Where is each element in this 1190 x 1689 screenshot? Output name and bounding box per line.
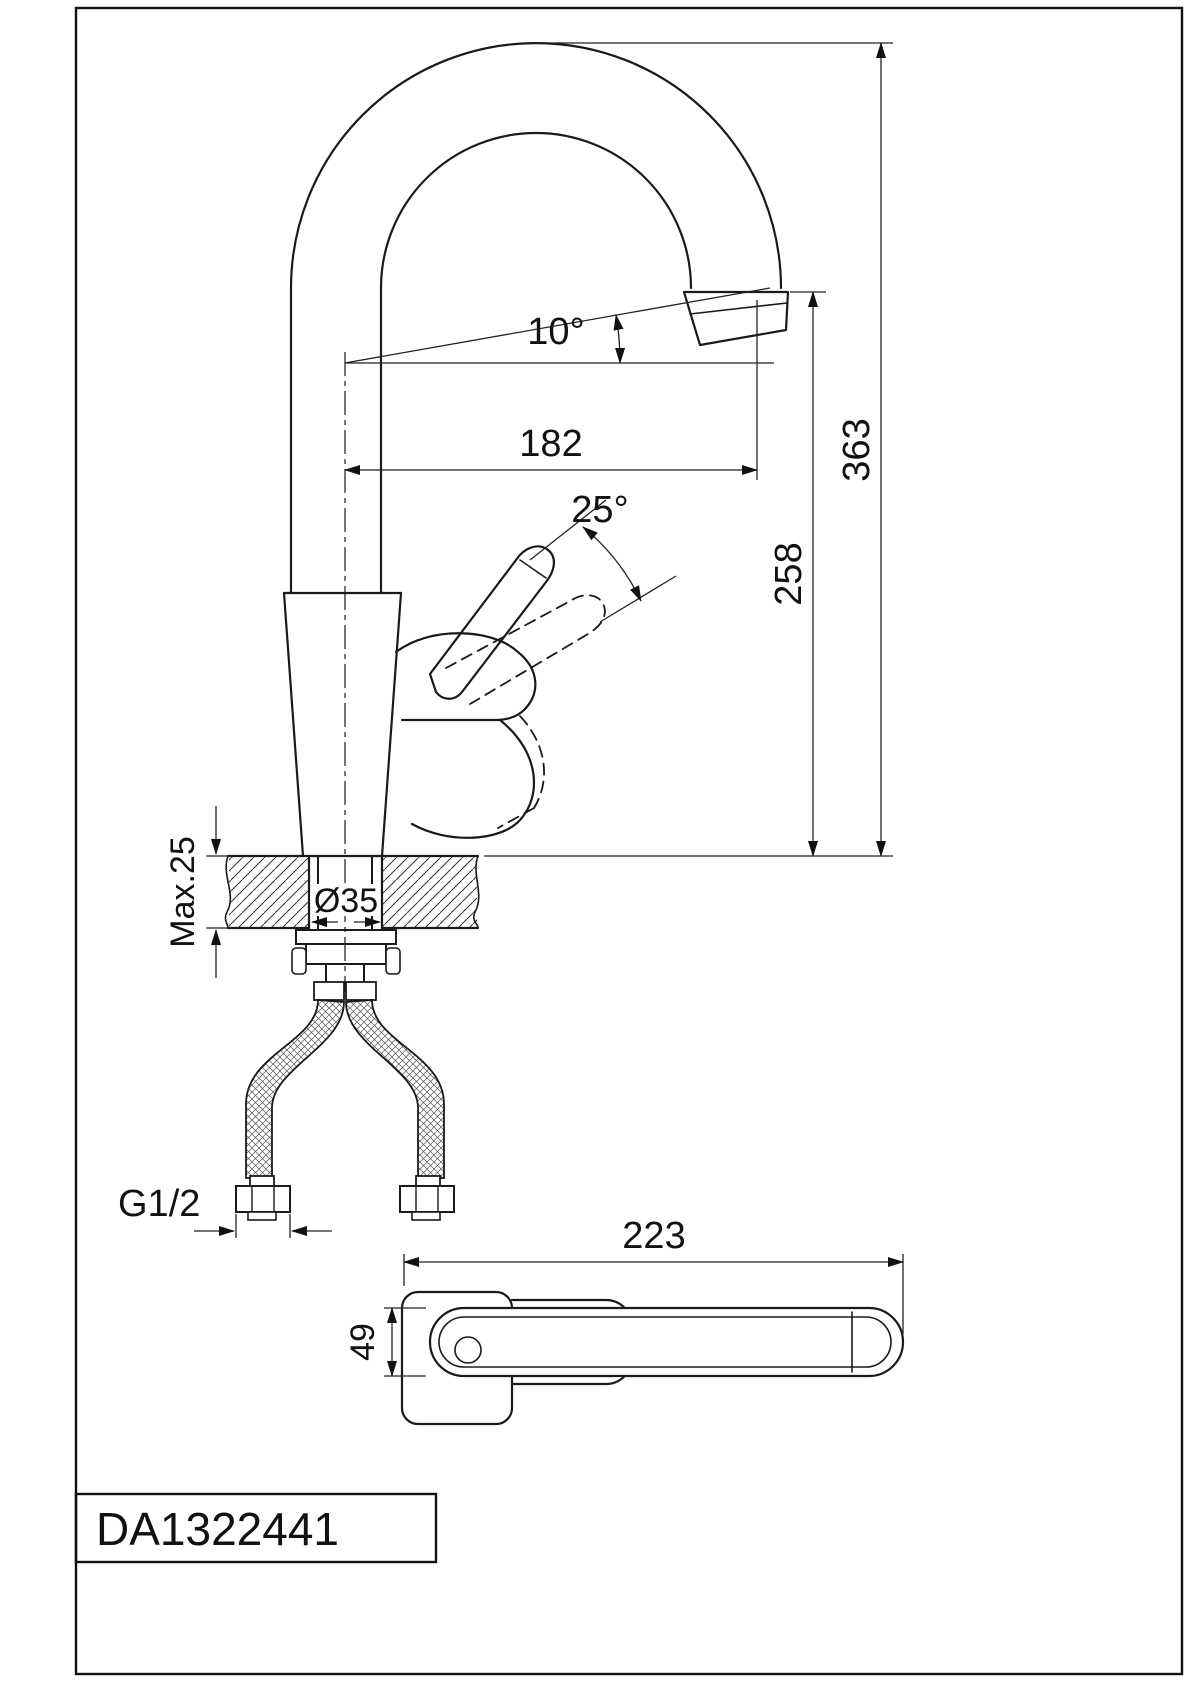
dim-thread-label: G1/2 bbox=[118, 1183, 200, 1225]
title-block-frame bbox=[74, 1492, 438, 1564]
dim-spout-height bbox=[790, 291, 826, 857]
dim-thread bbox=[194, 1214, 332, 1238]
dim-top-length bbox=[403, 1254, 904, 1334]
hose-crimp-left bbox=[313, 981, 345, 1001]
dim-top-length-label: 223 bbox=[622, 1215, 685, 1257]
page-border bbox=[74, 6, 1184, 1676]
angle-line-2 bbox=[599, 575, 677, 623]
mounting-screw-right bbox=[385, 947, 401, 975]
handle-tip-line bbox=[519, 559, 547, 579]
deck-hatch-left bbox=[229, 857, 309, 927]
handle-lever bbox=[428, 545, 555, 700]
mounting-hole-walls bbox=[307, 854, 384, 930]
dim-handle-angle-label: 25° bbox=[571, 489, 628, 531]
faucet-side-view bbox=[282, 41, 790, 858]
mounting-screw-left bbox=[291, 947, 307, 975]
dimensions-side-view: 10° 182 363 258 25° bbox=[118, 42, 893, 1238]
angle-arc bbox=[613, 314, 626, 364]
ext-lines bbox=[235, 1214, 291, 1238]
spout-outer-edge bbox=[289, 41, 783, 595]
pivot-detail bbox=[454, 1336, 482, 1364]
label-background bbox=[312, 884, 380, 916]
aerator bbox=[682, 290, 790, 347]
angle-slope-line bbox=[344, 287, 771, 364]
shank-lower bbox=[325, 963, 365, 983]
flex-hose-left bbox=[245, 999, 345, 1179]
dimensions-top-view: 223 49 bbox=[344, 1215, 904, 1377]
dim-spout-reach-label: 182 bbox=[519, 423, 582, 465]
dim-hole-diameter bbox=[311, 884, 381, 927]
dim-overall-height-label: 363 bbox=[836, 418, 878, 481]
hose-crimp-right bbox=[345, 981, 377, 1001]
mounting-washer bbox=[295, 929, 397, 945]
dim-deck-thickness-label: Max.25 bbox=[164, 836, 202, 948]
countertop-section bbox=[224, 854, 480, 930]
aerator-ring-line bbox=[689, 302, 788, 315]
body-right-edge bbox=[380, 591, 403, 858]
flex-hose-right bbox=[345, 999, 445, 1179]
dim-top-width bbox=[384, 1307, 426, 1377]
hose-fitting-right bbox=[399, 1175, 455, 1221]
model-number: DA1322441 bbox=[96, 1503, 339, 1555]
dim-spout-angle-label: 10° bbox=[527, 311, 584, 353]
dim-handle-angle bbox=[529, 499, 677, 623]
title-block: DA1322441 bbox=[74, 1492, 438, 1564]
handle-lower-dashed bbox=[519, 715, 545, 809]
deck-hatch-right bbox=[382, 857, 477, 927]
dim-deck-thickness bbox=[206, 806, 232, 978]
spout-inner-edge bbox=[379, 131, 693, 595]
cartridge-dome bbox=[394, 632, 537, 722]
handle-lower-dashed-2 bbox=[497, 807, 535, 829]
ext-lines bbox=[206, 855, 232, 929]
dim-overall-height bbox=[484, 42, 893, 857]
spout-capsule-inner bbox=[438, 1316, 892, 1368]
spout-capsule bbox=[428, 1306, 905, 1378]
deck-break-left bbox=[224, 855, 232, 929]
under-deck-assembly bbox=[235, 855, 455, 1221]
hose-fitting-left bbox=[235, 1175, 291, 1221]
deck-break-right bbox=[472, 855, 480, 929]
handle-housing bbox=[410, 718, 536, 839]
dim-top-width-label: 49 bbox=[344, 1323, 382, 1361]
angle-line-1 bbox=[529, 499, 607, 561]
angle-arc bbox=[582, 526, 642, 602]
dim-spout-height-label: 258 bbox=[768, 542, 810, 605]
faucet-top-view bbox=[400, 1290, 905, 1426]
body-left-edge bbox=[282, 591, 305, 858]
mounting-nut bbox=[305, 943, 387, 965]
dim-spout-angle bbox=[344, 287, 774, 364]
dim-spout-reach bbox=[344, 300, 758, 480]
handle-lever-dashed bbox=[445, 594, 606, 705]
dim-hole-diameter-label: Ø35 bbox=[314, 882, 378, 920]
